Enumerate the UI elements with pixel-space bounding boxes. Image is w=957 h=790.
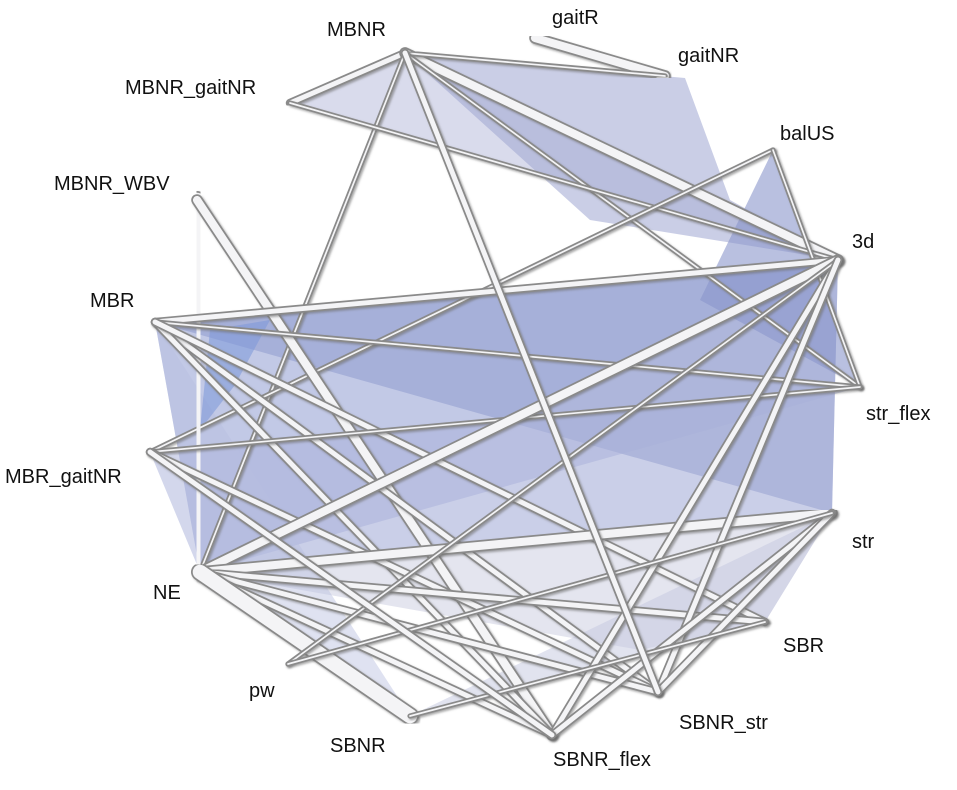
node-label-MBR: MBR	[90, 290, 134, 312]
node-label-SBNR_str: SBNR_str	[679, 712, 768, 734]
edge-core	[152, 319, 661, 695]
edge-core	[655, 257, 841, 695]
edge-3d-SBNR_flex	[547, 255, 843, 740]
edge-core	[289, 102, 839, 261]
edge-core	[404, 52, 666, 77]
node-label-SBR: SBR	[783, 635, 824, 657]
node-label-gaitR: gaitR	[552, 7, 599, 29]
edge-str-SBNR_str	[653, 508, 837, 697]
edge-core	[192, 564, 418, 724]
loop-region-MBR_gaitNR-str_flex-NE	[150, 387, 860, 572]
node-label-MBR_gaitNR: MBR_gaitNR	[5, 466, 122, 488]
edge-core	[549, 257, 841, 738]
edge-MBNR_WBV-NE	[188, 191, 209, 581]
edge-SBNR_flex-MBR_gaitNR	[145, 447, 557, 740]
node-label-str: str	[852, 531, 875, 553]
node-label-3d: 3d	[852, 231, 874, 253]
edge-core	[195, 255, 843, 577]
edge-core	[152, 319, 768, 625]
node-label-gaitNR: gaitNR	[678, 45, 739, 67]
edge-core	[189, 192, 208, 580]
edge-SBR-SBNR	[407, 619, 768, 719]
edge-core	[655, 510, 835, 695]
edge-MBR-SBNR_str	[150, 317, 663, 697]
edge-MBR-str_flex	[152, 319, 863, 390]
edge-MBNR_gaitNR-3d	[287, 100, 841, 263]
treatment-labels: gaitR gaitNR MBNR MBNR_gaitNR balUS MBNR_WBV 3…	[5, 7, 930, 771]
loop-region-MBR-blue-spot	[200, 320, 270, 430]
edge-core	[409, 621, 766, 717]
edge-MBR_gaitNR-SBNR_str	[145, 447, 663, 697]
node-label-str_flex: str_flex	[866, 403, 930, 425]
edge-core	[147, 449, 555, 738]
edge-core	[197, 569, 555, 738]
node-label-SBNR_flex: SBNR_flex	[553, 749, 651, 771]
node-label-NE: NE	[153, 582, 181, 604]
node-label-balUS: balUS	[780, 123, 834, 145]
node-label-MBNR_WBV: MBNR_WBV	[54, 173, 170, 195]
comparison-edges	[145, 32, 863, 741]
node-label-MBNR: MBNR	[327, 19, 386, 41]
edge-MBNR-3d	[399, 47, 844, 266]
edge-MBNR-gaitNR	[402, 50, 668, 79]
edge-str-pw	[285, 510, 835, 667]
edge-NE-SBNR	[191, 563, 419, 725]
edge-str-SBNR_flex	[547, 508, 837, 740]
node-label-SBNR: SBNR	[330, 735, 386, 757]
edge-NE-SBR	[195, 567, 770, 627]
edge-balUS-MBR_gaitNR	[147, 147, 776, 455]
node-label-pw: pw	[249, 680, 275, 702]
edge-core	[287, 50, 408, 106]
edge-NE-SBNR_flex	[195, 567, 557, 740]
edge-core	[197, 569, 768, 625]
edge-SBNR_str-MBNR	[400, 48, 663, 697]
edge-MBR-SBNR_flex	[150, 317, 557, 740]
edge-core	[287, 512, 833, 665]
edge-MBNR-MBNR_gaitNR	[285, 48, 410, 108]
edge-core	[402, 50, 661, 695]
edge-core	[149, 149, 774, 453]
edge-core	[400, 48, 843, 265]
edge-NE-3d	[194, 254, 844, 578]
edge-core	[154, 321, 861, 388]
edge-3d-SBNR_str	[653, 255, 843, 697]
node-label-MBNR_gaitNR: MBNR_gaitNR	[125, 77, 256, 99]
edge-core	[530, 33, 670, 81]
edge-core	[152, 319, 555, 738]
edge-gaitR-gaitNR	[529, 32, 671, 82]
edge-MBR-SBR	[150, 317, 770, 627]
edge-core	[147, 449, 661, 695]
edge-core	[549, 510, 835, 738]
